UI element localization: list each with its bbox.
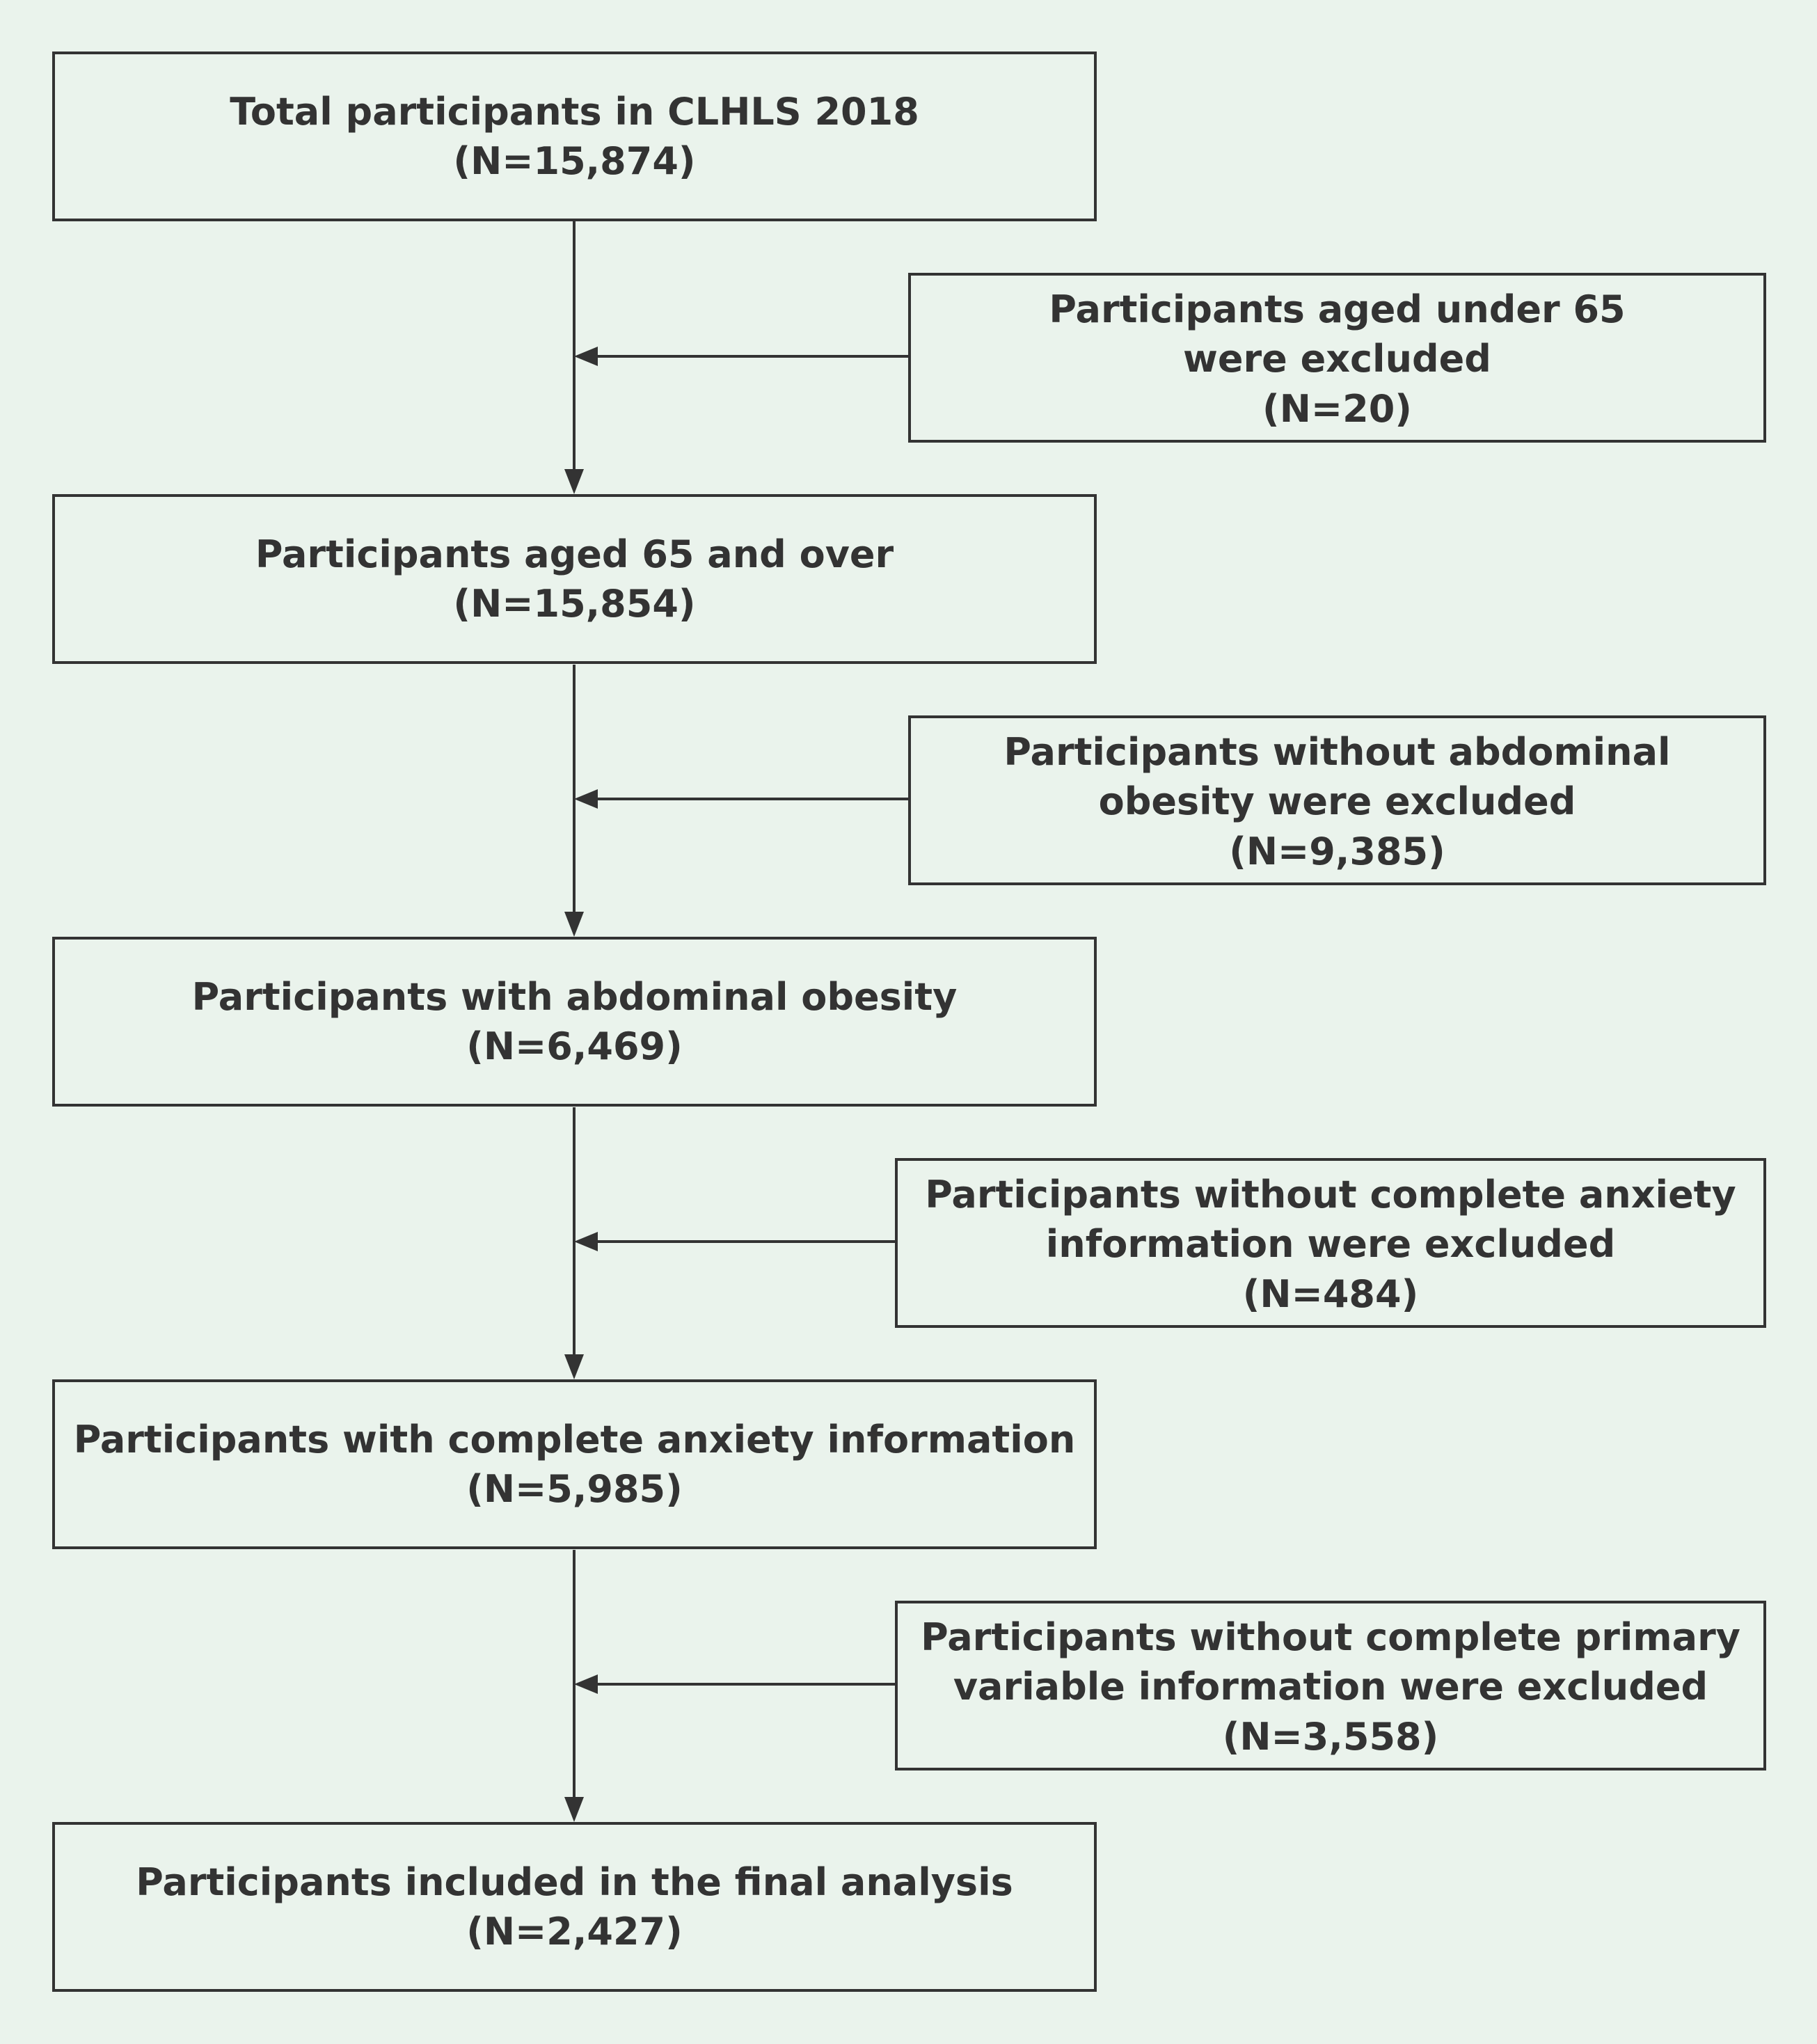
step-count: (N=15,874) (453, 139, 696, 183)
exclusion-box-under-65: Participants aged under 65 were excluded… (908, 273, 1766, 443)
step-title: Participants aged 65 and over (255, 532, 894, 576)
step-box-complete-anxiety: Participants with complete anxiety infor… (52, 1379, 1097, 1549)
exclusion-line: variable information were excluded (953, 1665, 1708, 1709)
arrowhead-down-3 (564, 1354, 584, 1379)
exclusion-line: Participants without complete primary (921, 1615, 1740, 1660)
arrowhead-down-1 (564, 469, 584, 494)
arrowhead-down-4 (564, 1797, 584, 1822)
step-title: Total participants in CLHLS 2018 (230, 89, 919, 134)
exclusion-line: information were excluded (1045, 1222, 1616, 1267)
step-count: (N=2,427) (466, 1910, 683, 1954)
exclusion-box-no-abdominal-obesity: Participants without abdominal obesity w… (908, 715, 1766, 885)
arrowhead-down-2 (564, 912, 584, 937)
exclusion-count: (N=484) (1242, 1271, 1419, 1316)
step-count: (N=5,985) (466, 1467, 683, 1511)
exclusion-box-incomplete-primary-variables: Participants without complete primary va… (895, 1601, 1766, 1770)
exclusion-count: (N=20) (1262, 386, 1412, 431)
step-box-total: Total participants in CLHLS 2018 (N=15,8… (52, 52, 1097, 221)
step-count: (N=15,854) (453, 582, 696, 626)
step-title: Participants included in the final analy… (136, 1860, 1013, 1904)
step-box-final-analysis: Participants included in the final analy… (52, 1822, 1097, 1992)
step-box-abdominal-obesity: Participants with abdominal obesity (N=6… (52, 937, 1097, 1107)
exclusion-line: obesity were excluded (1098, 779, 1576, 824)
exclusion-line: Participants aged under 65 (1049, 287, 1626, 332)
step-box-aged-65-over: Participants aged 65 and over (N=15,854) (52, 494, 1097, 664)
arrowhead-left-3 (574, 1232, 598, 1251)
step-title: Participants with complete anxiety infor… (73, 1417, 1076, 1461)
exclusion-box-incomplete-anxiety: Participants without complete anxiety in… (895, 1158, 1766, 1328)
step-count: (N=6,469) (466, 1024, 683, 1068)
exclusion-line: were excluded (1183, 337, 1491, 381)
exclusion-line: Participants without abdominal (1003, 730, 1671, 775)
step-title: Participants with abdominal obesity (191, 974, 958, 1019)
exclusion-line: Participants without complete anxiety (925, 1173, 1736, 1217)
arrowhead-left-2 (574, 789, 598, 809)
arrowhead-left-1 (574, 347, 598, 366)
exclusion-count: (N=9,385) (1229, 829, 1445, 873)
exclusion-count: (N=3,558) (1222, 1714, 1439, 1759)
arrowhead-left-4 (574, 1674, 598, 1694)
